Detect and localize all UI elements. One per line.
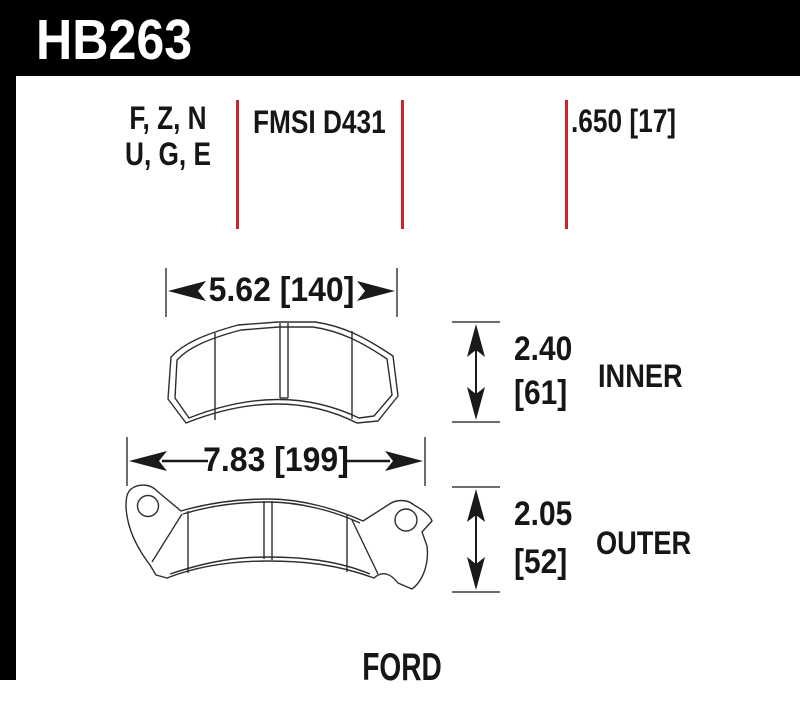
inner-pad-backplate-outline [167, 321, 399, 424]
inner-pad-label: INNER [598, 358, 683, 394]
outer-pad-right-mount-hole [394, 508, 418, 532]
arrow-down-icon [467, 387, 485, 420]
outer-pad-left-mount-hole [136, 494, 160, 518]
arrow-up-icon [467, 489, 485, 522]
outer-pad-height-dimension-arrows [452, 486, 500, 593]
arrow-right-icon [357, 281, 395, 301]
inner-pad-height-in: 2.40 [514, 330, 573, 368]
red-divider-lines [236, 100, 568, 229]
arrow-down-icon [467, 557, 485, 590]
outer-pad-friction-right-edge [351, 519, 379, 575]
outer-pad-height-mm: [52] [514, 543, 568, 581]
outer-pad-backplate-outline [125, 484, 433, 590]
outer-pad-drawing [125, 484, 433, 590]
pad-thickness: .650 [17] [571, 103, 677, 139]
inner-pad-width-dim: 5.62 [140] [208, 271, 355, 309]
inner-pad-width-dimension-arrows [165, 268, 398, 317]
outer-pad-label: OUTER [596, 525, 692, 561]
inner-pad-height-mm: [61] [514, 374, 568, 412]
arrow-left-icon [168, 281, 206, 301]
compound-codes-line1: F, Z, N [129, 100, 207, 136]
outer-pad-width-dimension-arrows [126, 437, 426, 486]
compound-codes: F, Z, N U, G, E [117, 100, 219, 172]
vehicle-make: FORD [362, 646, 442, 689]
arrow-right-icon [385, 451, 423, 471]
inner-pad-friction-outline [174, 326, 393, 419]
outer-pad-height-in: 2.05 [514, 495, 573, 533]
outer-pad-width-dim: 7.83 [199] [203, 441, 349, 479]
arrow-left-icon [129, 451, 167, 471]
outer-pad-friction-top-edge [182, 501, 361, 524]
part-number-title: HB263 [36, 8, 193, 72]
arrow-up-icon [467, 324, 485, 357]
fmsi-number: FMSI D431 [253, 104, 386, 140]
left-edge-bar [0, 76, 16, 680]
inner-pad-height-dimension-arrows [452, 321, 500, 423]
compound-codes-line2: U, G, E [124, 136, 212, 172]
outer-pad-friction-left-edge [151, 513, 183, 563]
inner-pad-drawing [167, 321, 399, 424]
outer-pad-friction-bottom-edge [169, 556, 371, 575]
header-bar: HB263 [0, 0, 800, 76]
